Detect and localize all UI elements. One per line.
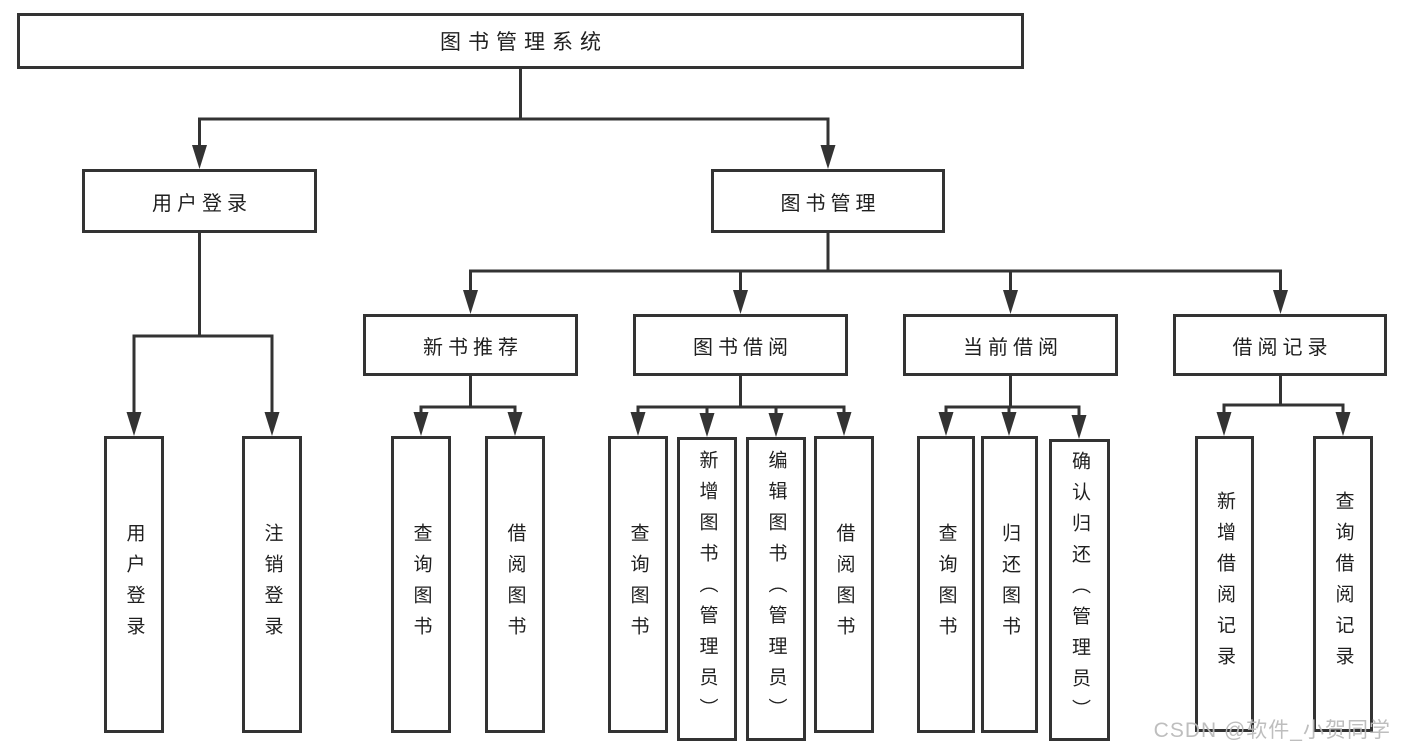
watermark: CSDN @软件_小贺同学 — [1153, 719, 1391, 742]
node-label: 图书借阅 — [693, 336, 793, 359]
node-label: 用户登录 — [152, 192, 252, 215]
node-label: 查询图书 — [410, 522, 432, 647]
leaf-query-borrow-record: 查询借阅记录 — [1313, 436, 1373, 732]
node-user-login: 用户登录 — [82, 169, 317, 233]
leaf-logout: 注销登录 — [242, 436, 302, 733]
leaf-add-books-admin: 新增图书（管理员） — [677, 437, 737, 741]
node-label: 借阅图书 — [504, 522, 526, 647]
node-book-borrow: 图书借阅 — [633, 314, 848, 376]
leaf-borrow-books: 借阅图书 — [814, 436, 874, 733]
node-label: 用户登录 — [123, 522, 145, 647]
node-label: 新增图书（管理员） — [696, 449, 718, 729]
node-label: 新增借阅记录 — [1214, 491, 1235, 677]
node-label: 查询借阅记录 — [1332, 491, 1354, 677]
leaf-edit-books-admin: 编辑图书（管理员） — [746, 437, 806, 741]
node-label: 图书管理系统 — [440, 31, 608, 54]
node-label: 借阅图书 — [833, 522, 855, 647]
leaf-add-borrow-record: 新增借阅记录 — [1195, 436, 1254, 732]
node-label: 确认归还（管理员） — [1069, 450, 1090, 730]
node-label: 当前借阅 — [963, 336, 1063, 359]
leaf-query-books-current: 查询图书 — [917, 436, 975, 733]
node-label: 归还图书 — [999, 522, 1020, 647]
node-label: 编辑图书（管理员） — [765, 449, 787, 729]
node-label: 新书推荐 — [423, 336, 523, 359]
node-label: 查询图书 — [935, 522, 957, 647]
leaf-confirm-return-admin: 确认归还（管理员） — [1049, 439, 1110, 741]
leaf-query-books-borrow: 查询图书 — [608, 436, 668, 733]
node-label: 借阅记录 — [1232, 336, 1333, 359]
arrowheads — [126, 145, 1351, 439]
node-label: 注销登录 — [261, 522, 283, 647]
leaf-query-books-recommend: 查询图书 — [391, 436, 451, 733]
node-book-management: 图书管理 — [711, 169, 945, 233]
node-new-book-recommend: 新书推荐 — [363, 314, 578, 376]
node-library-system: 图书管理系统 — [17, 13, 1024, 69]
leaf-return-books: 归还图书 — [981, 436, 1038, 733]
leaf-user-login: 用户登录 — [104, 436, 164, 733]
node-current-borrow: 当前借阅 — [903, 314, 1118, 376]
leaf-borrow-books-recommend: 借阅图书 — [485, 436, 545, 733]
node-borrow-records: 借阅记录 — [1173, 314, 1387, 376]
node-label: 图书管理 — [780, 192, 881, 215]
node-label: 查询图书 — [627, 522, 649, 647]
